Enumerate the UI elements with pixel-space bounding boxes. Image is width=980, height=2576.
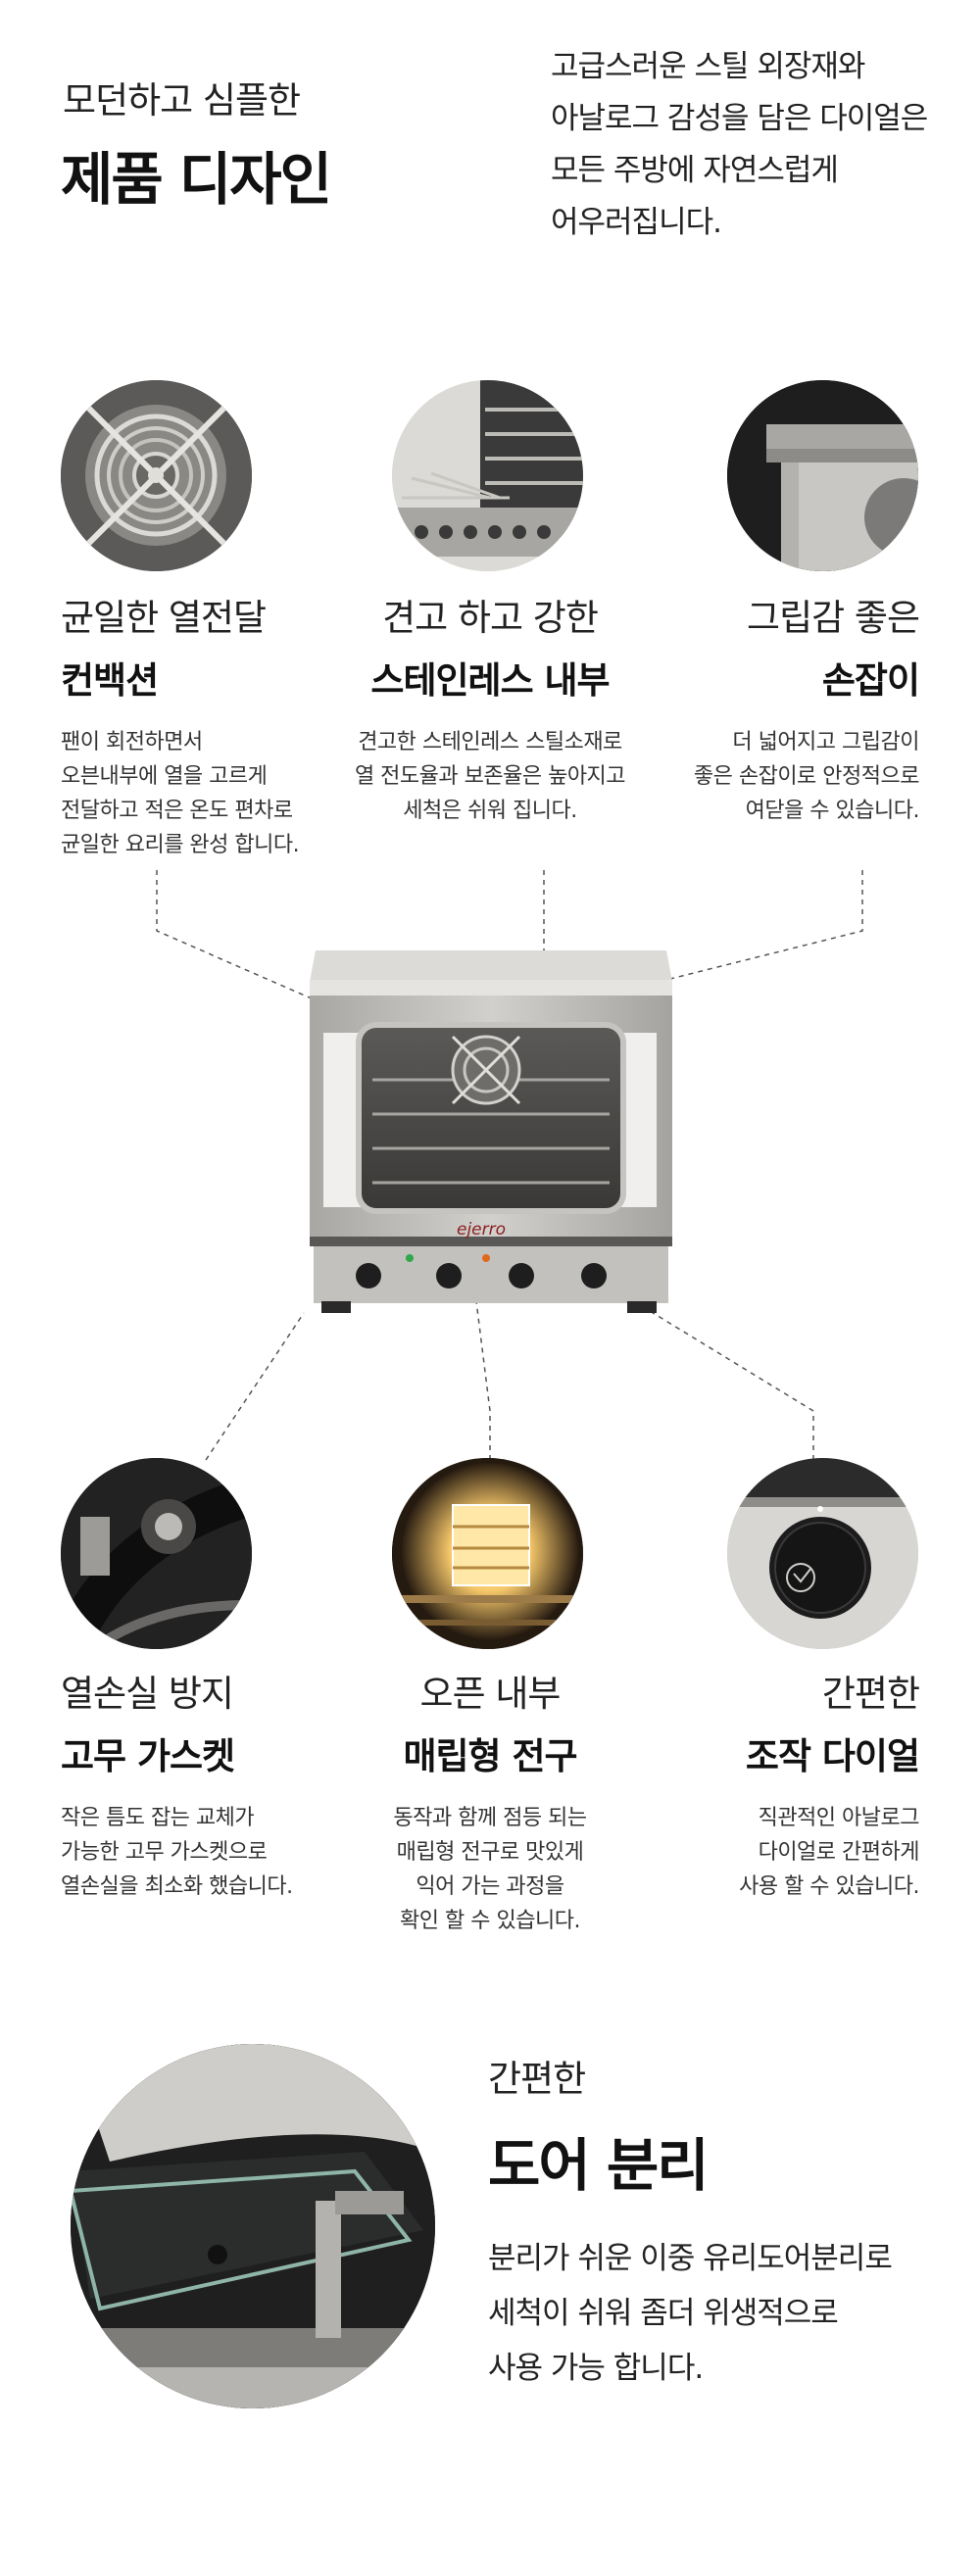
feature-desc: 작은 틈도 잡는 교체가 가능한 고무 가스켓으로 열손실을 최소화 했습니다. [61, 1801, 293, 1904]
door-feature: 간편한 도어 분리 분리가 쉬운 이중 유리도어분리로 세척이 쉬워 좀더 위생… [488, 2049, 893, 2396]
feature-title: 손잡이 [821, 659, 920, 702]
desc-line: 세척은 쉬워 집니다. [403, 799, 577, 823]
intro-line: 고급스러운 스틸 외장재와 [551, 49, 865, 84]
dial-icon [727, 1458, 918, 1649]
oven-rack-icon [392, 380, 583, 571]
feature-dial: 간편한 조작 다이얼 직관적인 아날로그 다이얼로 간편하게 사용 할 수 있습… [608, 1664, 920, 1904]
desc-line: 열 전도율과 보존율은 높아지고 [354, 764, 626, 789]
feature-title: 고무 가스켓 [61, 1735, 235, 1777]
desc-line: 매립형 전구로 맛있게 [396, 1840, 584, 1865]
desc-line: 세척이 쉬워 좀더 위생적으로 [488, 2296, 839, 2331]
intro-line: 모든 주방에 자연스럽게 [551, 153, 839, 188]
convection-fan-icon [61, 380, 252, 571]
intro-line: 아날로그 감성을 담은 다이얼은 [551, 101, 928, 136]
feature-desc: 견고한 스테인레스 스틸소재로 열 전도율과 보존율은 높아지고 세척은 쉬워 … [294, 725, 686, 828]
feature-convection: 균일한 열전달 컨백션 팬이 회전하면서 오븐내부에 열을 고르게 전달하고 적… [61, 588, 300, 862]
feature-sub: 열손실 방지 [61, 1673, 234, 1715]
desc-line: 열손실을 최소화 했습니다. [61, 1874, 293, 1899]
bulb-icon [392, 1458, 583, 1649]
feature-sub: 균일한 열전달 [61, 597, 267, 639]
desc-line: 전달하고 적은 온도 편차로 [61, 799, 293, 823]
feature-sub: 간편한 [821, 1673, 920, 1715]
feature-title: 조작 다이얼 [745, 1735, 920, 1777]
desc-line: 익어 가는 과정을 [416, 1874, 564, 1899]
feature-desc: 직관적인 아날로그 다이얼로 간편하게 사용 할 수 있습니다. [608, 1801, 919, 1904]
desc-line: 동작과 함께 점등 되는 [393, 1806, 587, 1830]
feature-title: 매립형 전구 [403, 1735, 577, 1777]
desc-line: 가능한 고무 가스켓으로 [61, 1840, 268, 1865]
intro-text: 고급스러운 스틸 외장재와 아날로그 감성을 담은 다이얼은 모든 주방에 자연… [551, 41, 928, 249]
door-sub: 간편한 [488, 2058, 586, 2100]
feature-stainless: 견고 하고 강한 스테인레스 내부 견고한 스테인레스 스틸소재로 열 전도율과… [294, 588, 686, 828]
desc-line: 더 넓어지고 그립감이 [732, 730, 919, 754]
desc-line: 분리가 쉬운 이중 유리도어분리로 [488, 2241, 893, 2276]
oven-product: ejerro [304, 943, 676, 1325]
desc-line: 균일한 요리를 완성 합니다. [61, 833, 300, 857]
feature-desc: 팬이 회전하면서 오븐내부에 열을 고르게 전달하고 적은 온도 편차로 균일한… [61, 725, 300, 862]
page-title: 제품 디자인 [61, 146, 332, 213]
door-title: 도어 분리 [488, 2132, 710, 2199]
desc-line: 다이얼로 간편하게 [758, 1840, 920, 1865]
desc-line: 견고한 스테인레스 스틸소재로 [358, 730, 622, 754]
door-glass-icon [71, 2044, 435, 2408]
desc-line: 여닫을 수 있습니다. [745, 799, 920, 823]
intro-line: 어우러집니다. [551, 205, 722, 240]
feature-gasket: 열손실 방지 고무 가스켓 작은 틈도 잡는 교체가 가능한 고무 가스켓으로 … [61, 1664, 293, 1904]
feature-bulb: 오픈 내부 매립형 전구 동작과 함께 점등 되는 매립형 전구로 맛있게 익어… [294, 1664, 686, 1938]
feature-sub: 그립감 좋은 [747, 597, 920, 639]
desc-line: 사용 가능 합니다. [488, 2351, 704, 2386]
gasket-icon [61, 1458, 252, 1649]
feature-desc: 동작과 함께 점등 되는 매립형 전구로 맛있게 익어 가는 과정을 확인 할 … [294, 1801, 686, 1938]
handle-icon [727, 380, 918, 571]
desc-line: 좋은 손잡이로 안정적으로 [693, 764, 920, 789]
feature-handle: 그립감 좋은 손잡이 더 넓어지고 그립감이 좋은 손잡이로 안정적으로 여닫을… [608, 588, 920, 828]
feature-sub: 오픈 내부 [419, 1673, 562, 1715]
desc-line: 직관적인 아날로그 [758, 1806, 920, 1830]
feature-title: 스테인레스 내부 [370, 659, 610, 702]
feature-sub: 견고 하고 강한 [382, 597, 599, 639]
door-desc: 분리가 쉬운 이중 유리도어분리로 세척이 쉬워 좀더 위생적으로 사용 가능 … [488, 2231, 893, 2396]
feature-title: 컨백션 [61, 659, 159, 702]
desc-line: 오븐내부에 열을 고르게 [61, 764, 268, 789]
desc-line: 팬이 회전하면서 [61, 730, 203, 754]
header-subtitle: 모던하고 심플한 [63, 79, 301, 122]
oven-brand-logo: ejerro [457, 1220, 507, 1239]
desc-line: 작은 틈도 잡는 교체가 [61, 1806, 255, 1830]
desc-line: 확인 할 수 있습니다. [400, 1909, 580, 1933]
desc-line: 사용 할 수 있습니다. [739, 1874, 919, 1899]
feature-desc: 더 넓어지고 그립감이 좋은 손잡이로 안정적으로 여닫을 수 있습니다. [608, 725, 920, 828]
